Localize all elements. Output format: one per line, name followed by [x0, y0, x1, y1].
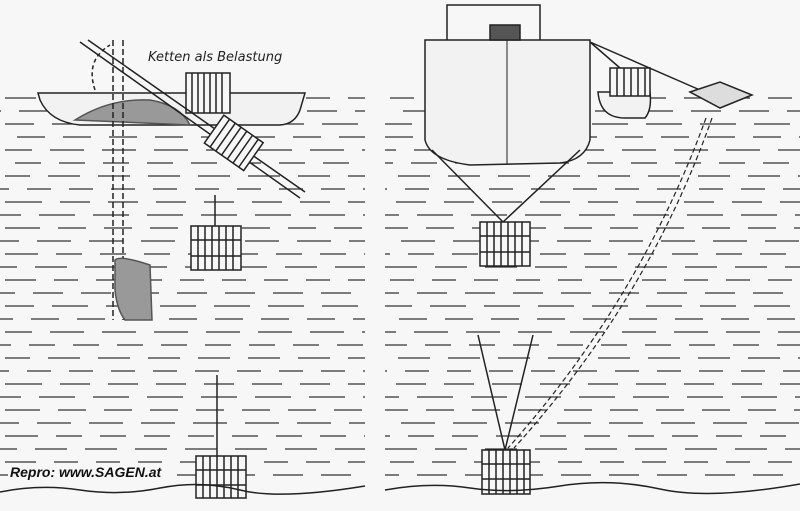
- right-panel: [384, 4, 800, 495]
- bottom-cage-right: [481, 449, 531, 495]
- tilted-cage: [203, 114, 265, 172]
- ship-cage: [479, 221, 531, 267]
- gravel-sack: [114, 257, 153, 321]
- buoy: [688, 81, 754, 109]
- v-lines: [477, 334, 534, 451]
- credit-watermark: Repro: www.SAGEN.at: [8, 464, 164, 480]
- panel-gap: [365, 0, 385, 511]
- tilting-chute: [79, 39, 306, 199]
- chain-to-bottom: [507, 117, 713, 449]
- seabed-right: [384, 481, 800, 495]
- left-panel: [0, 39, 366, 499]
- tow-lines: [589, 41, 701, 91]
- hanging-cage: [190, 225, 242, 271]
- deck-cage: [185, 72, 231, 114]
- caption-chains-as-weight: Ketten als Belastung: [148, 50, 283, 65]
- float: [597, 67, 652, 119]
- vertical-chain: [112, 40, 124, 320]
- gravel-load: [72, 99, 192, 126]
- winch: [489, 24, 521, 41]
- bottom-cage-left: [195, 455, 247, 499]
- seabed-left: [0, 483, 366, 495]
